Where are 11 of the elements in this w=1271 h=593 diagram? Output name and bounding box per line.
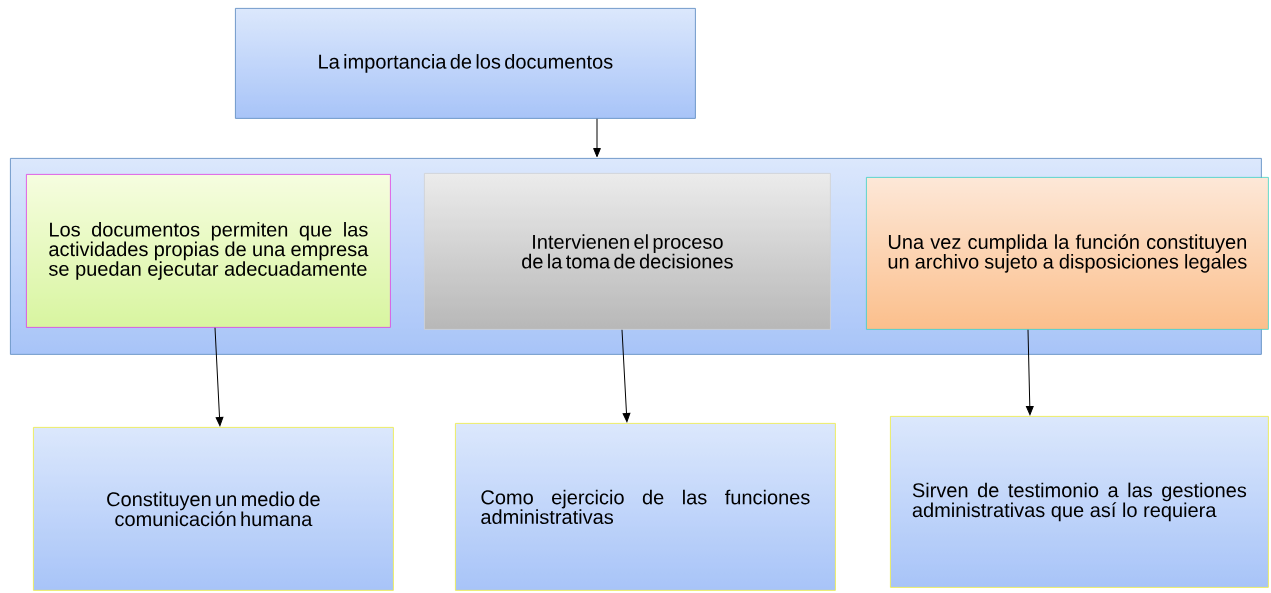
text-box: Como ejercicio de las funciones administrativas	[455, 423, 836, 591]
arrow	[621, 329, 631, 423]
text-box: Una vez cumplida la función constituyen un archivo sujeto a disposiciones legales	[866, 177, 1269, 330]
arrow	[214, 327, 224, 427]
text-box: Intervienen el proceso de la toma de decisiones	[424, 173, 831, 330]
title-box: La importancia de los documentos	[235, 8, 696, 119]
text-box: Los documentos permiten que las actividades propias de una empresa se puedan ejecutar adecuadamente	[26, 174, 391, 328]
text-box: Constituyen un medio de comunicación humana	[33, 427, 394, 591]
text-box: Sirven de testimonio a las gestiones administrativas que así lo requiera	[890, 416, 1269, 588]
arrow	[1025, 329, 1034, 416]
arrow	[593, 118, 601, 158]
